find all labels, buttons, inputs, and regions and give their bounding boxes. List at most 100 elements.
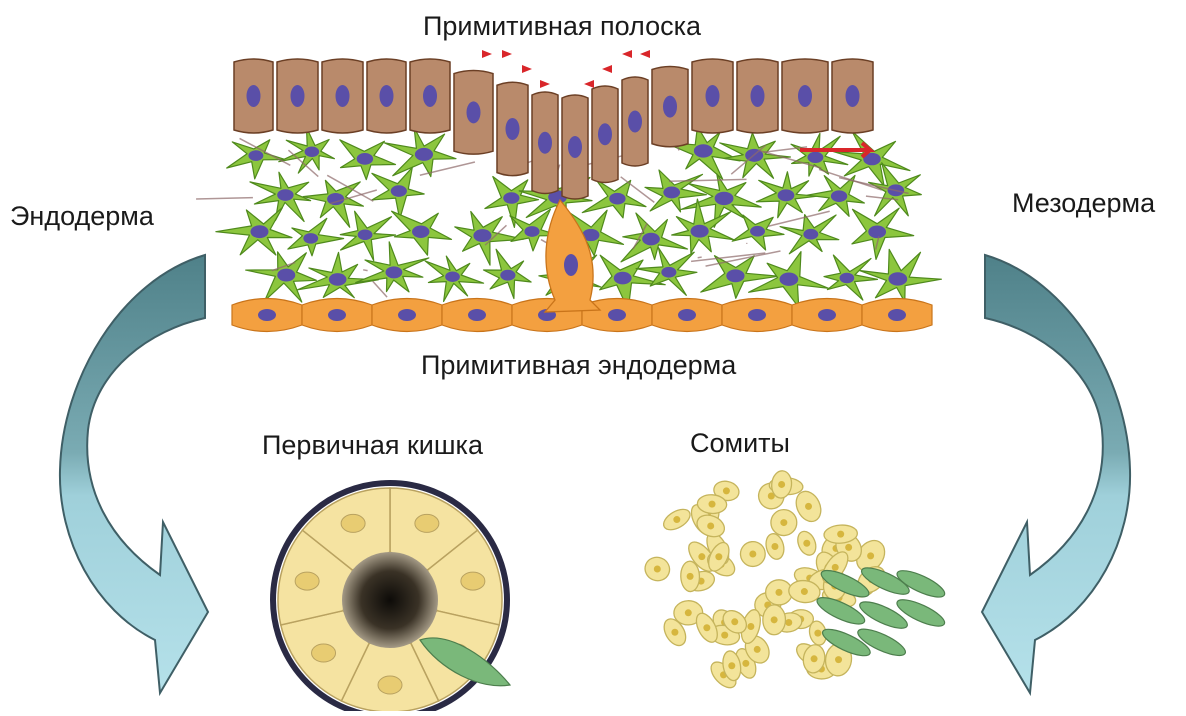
cell-nucleus xyxy=(461,572,485,590)
cell-nucleus xyxy=(445,272,460,282)
cell-nucleus xyxy=(685,609,692,616)
cell-nucleus xyxy=(691,225,709,238)
red-arrow-icon xyxy=(602,65,612,73)
somites-label: Сомиты xyxy=(690,430,790,457)
cell-nucleus xyxy=(391,185,407,197)
cell-nucleus xyxy=(614,272,632,285)
cell-nucleus xyxy=(506,118,520,140)
cell-nucleus xyxy=(748,309,766,321)
cell-nucleus xyxy=(818,309,836,321)
cell-nucleus xyxy=(568,136,582,158)
red-arrow-icon xyxy=(584,80,594,88)
curved-arrow-shape xyxy=(60,255,208,693)
red-arrow-icon xyxy=(482,50,492,58)
cell-nucleus xyxy=(642,233,660,246)
cell-nucleus xyxy=(721,632,728,639)
cell-nucleus xyxy=(473,229,491,242)
cell-nucleus xyxy=(564,254,578,276)
cell-nucleus xyxy=(742,660,749,667)
cell-nucleus xyxy=(723,487,730,494)
cell-nucleus xyxy=(608,309,626,321)
cell-nucleus xyxy=(687,573,694,580)
cell-nucleus xyxy=(867,552,874,559)
cell-nucleus xyxy=(750,226,765,237)
endoderm-curved-arrow-icon xyxy=(60,255,208,693)
cell-nucleus xyxy=(250,225,268,238)
cell-nucleus xyxy=(357,153,374,165)
cell-nucleus xyxy=(358,229,373,240)
cell-nucleus xyxy=(703,624,710,631)
cell-nucleus xyxy=(341,514,365,532)
cell-nucleus xyxy=(751,85,765,107)
cell-nucleus xyxy=(771,616,778,623)
cell-nucleus xyxy=(598,123,612,145)
cell-nucleus xyxy=(277,189,293,201)
cell-nucleus xyxy=(500,270,515,281)
cell-nucleus xyxy=(678,309,696,321)
cell-nucleus xyxy=(671,629,678,636)
cell-nucleus xyxy=(888,272,907,285)
cell-nucleus xyxy=(811,655,818,662)
cell-nucleus xyxy=(628,111,642,133)
mesoderm-curved-arrow-icon xyxy=(982,255,1130,693)
cell-nucleus xyxy=(771,543,778,550)
cell-nucleus xyxy=(785,619,792,626)
cell-nucleus xyxy=(694,144,713,157)
fiber xyxy=(363,270,367,271)
tissue-section-illustration xyxy=(196,50,941,332)
cell-nucleus xyxy=(835,656,842,663)
cell-nucleus xyxy=(775,589,782,596)
cell-nucleus xyxy=(328,309,346,321)
red-arrow-icon xyxy=(540,80,550,88)
cell-nucleus xyxy=(778,189,795,201)
primitive-endoderm-label: Примитивная эндодерма xyxy=(421,352,736,379)
cell-nucleus xyxy=(291,85,305,107)
cell-nucleus xyxy=(805,503,812,510)
cell-nucleus xyxy=(807,152,823,163)
cell-nucleus xyxy=(715,553,722,560)
cell-nucleus xyxy=(698,553,705,560)
primitive-streak-label: Примитивная полоска xyxy=(423,13,701,40)
cell-nucleus xyxy=(412,226,429,238)
mesoderm-label: Мезодерма xyxy=(1012,190,1155,217)
cell-nucleus xyxy=(305,147,320,157)
cell-nucleus xyxy=(801,588,808,595)
cell-nucleus xyxy=(336,85,350,107)
cell-nucleus xyxy=(726,269,744,282)
cell-nucleus xyxy=(385,266,402,278)
cell-nucleus xyxy=(423,85,437,107)
cell-nucleus xyxy=(380,85,394,107)
cell-nucleus xyxy=(538,132,552,154)
cell-nucleus xyxy=(312,644,336,662)
cell-nucleus xyxy=(728,662,735,669)
cell-nucleus xyxy=(868,226,886,239)
cell-nucleus xyxy=(831,190,847,202)
cell-nucleus xyxy=(798,85,812,107)
cell-nucleus xyxy=(803,229,818,240)
cell-nucleus xyxy=(663,186,680,198)
red-arrow-icon xyxy=(502,50,512,58)
cell-nucleus xyxy=(749,551,756,558)
cell-nucleus xyxy=(468,309,486,321)
cell-nucleus xyxy=(247,85,261,107)
cell-nucleus xyxy=(832,564,839,571)
cell-nucleus xyxy=(378,676,402,694)
cell-nucleus xyxy=(415,514,439,532)
cell-nucleus xyxy=(715,192,734,205)
cell-nucleus xyxy=(248,150,263,161)
cell-nucleus xyxy=(845,544,852,551)
cell-nucleus xyxy=(709,501,716,508)
cell-nucleus xyxy=(846,85,860,107)
endoderm-label: Эндодерма xyxy=(10,203,154,230)
cell-nucleus xyxy=(707,522,714,529)
cell-nucleus xyxy=(663,96,677,118)
cell-nucleus xyxy=(609,193,625,205)
cell-nucleus xyxy=(524,226,539,237)
cell-nucleus xyxy=(277,269,295,282)
cell-nucleus xyxy=(295,572,319,590)
curved-arrow-shape xyxy=(982,255,1130,693)
red-arrow-icon xyxy=(622,50,632,58)
red-arrow-icon xyxy=(640,50,650,58)
somites-illustration xyxy=(642,470,948,692)
